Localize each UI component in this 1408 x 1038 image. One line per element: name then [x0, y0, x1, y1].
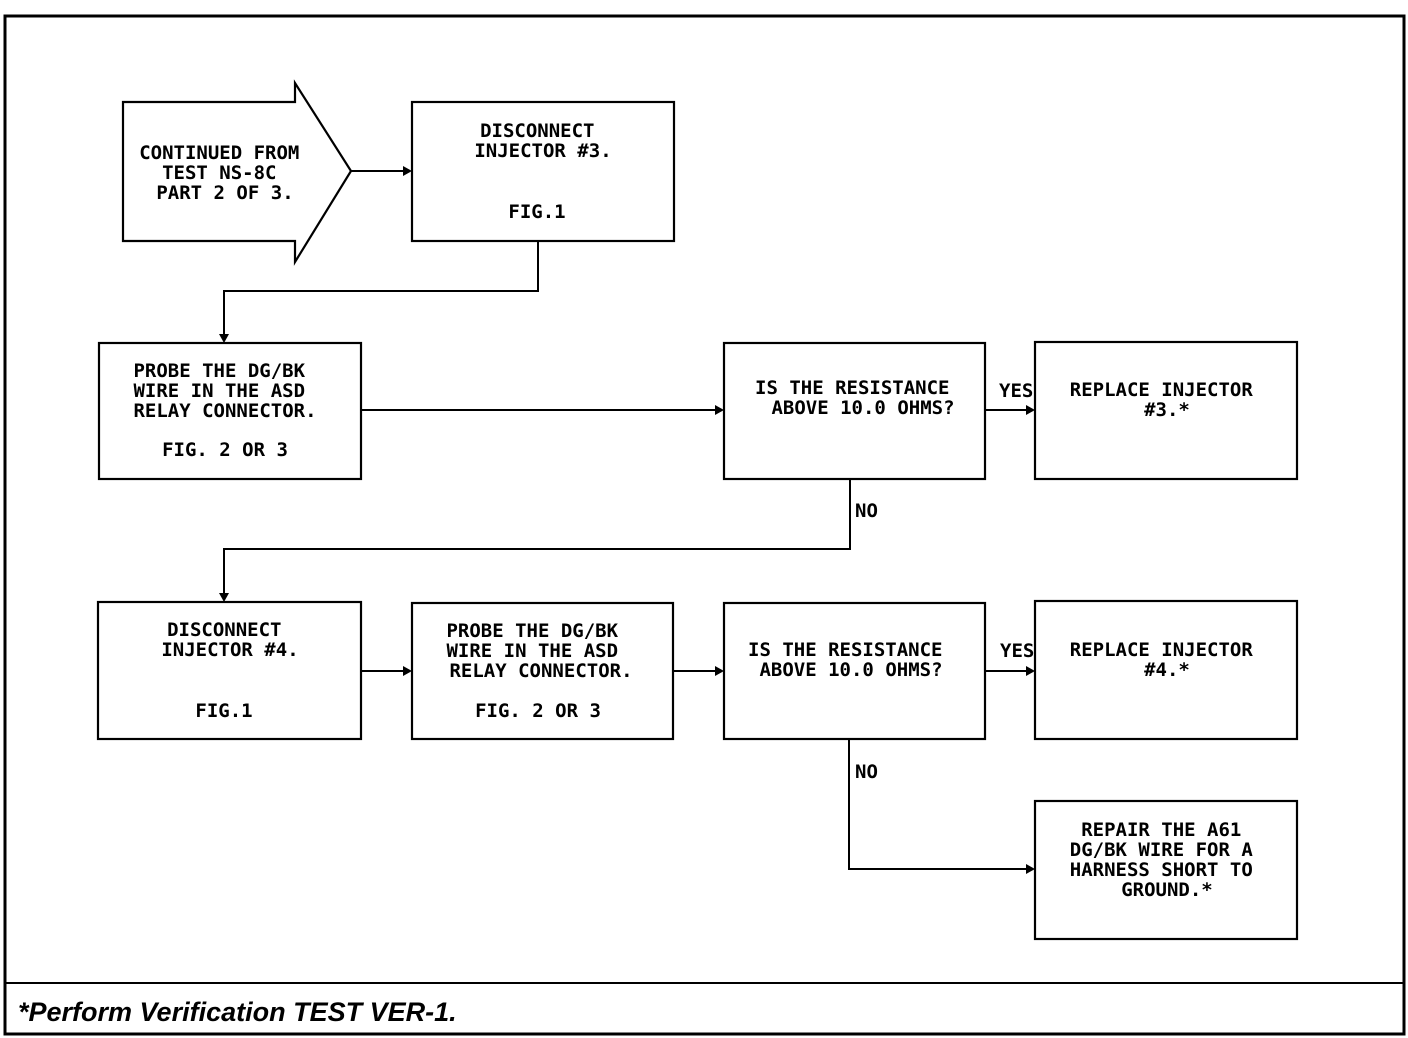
connector-no-2	[848, 739, 1028, 870]
start-line-1: CONTINUED FROM	[139, 142, 299, 164]
disconnect-3-line-2: INJECTOR #3.	[474, 140, 611, 162]
replace-4-line-1: REPLACE INJECTOR	[1070, 639, 1254, 661]
arrowhead-icon	[219, 334, 229, 343]
probe-2-line-2: WIRE IN THE ASD	[446, 640, 618, 662]
replace-4-text: REPLACE INJECTOR #4.*	[1070, 639, 1264, 681]
replace-3-text: REPLACE INJECTOR #3.*	[1070, 379, 1264, 421]
connector-no-1	[223, 479, 851, 595]
probe-1-text: PROBE THE DG/BK WIRE IN THE ASD RELAY CO…	[133, 360, 316, 422]
disconnect-injector-4-box	[96, 600, 363, 741]
repair-line-4: GROUND.*	[1121, 879, 1213, 901]
decision-1-line-2: ABOVE 10.0 OHMS?	[771, 397, 954, 419]
probe-2-line-1: PROBE THE DG/BK	[446, 620, 618, 642]
decision-2-line-1: IS THE RESISTANCE	[748, 639, 942, 661]
arrowhead-icon	[715, 405, 724, 415]
repair-line-1: REPAIR THE A61	[1081, 819, 1241, 841]
decision-2-line-2: ABOVE 10.0 OHMS?	[759, 659, 942, 681]
probe-wire-box-1	[97, 341, 363, 481]
replace-4-line-2: #4.*	[1144, 659, 1190, 681]
start-arrow-shape	[121, 79, 353, 266]
repair-line-2: DG/BK WIRE FOR A	[1070, 839, 1254, 861]
page-frame	[3, 14, 1406, 1036]
probe-2-text: PROBE THE DG/BK WIRE IN THE ASD RELAY CO…	[446, 620, 632, 682]
replace-injector-3-box	[1033, 340, 1299, 481]
disconnect-4-fig: FIG.1	[195, 700, 252, 722]
probe-2-fig: FIG. 2 OR 3	[475, 700, 601, 722]
yes-label-2: YES	[1000, 640, 1034, 662]
arrowhead-icon	[1026, 666, 1035, 676]
no-label-2: NO	[855, 761, 878, 783]
probe-1-line-1: PROBE THE DG/BK	[133, 360, 305, 382]
yes-label-1: YES	[999, 380, 1033, 402]
repair-harness-box	[1033, 799, 1299, 941]
replace-3-line-2: #3.*	[1144, 399, 1190, 421]
probe-2-line-3: RELAY CONNECTOR.	[449, 660, 632, 682]
decision-2-text: IS THE RESISTANCE ABOVE 10.0 OHMS?	[748, 639, 954, 681]
start-line-3: PART 2 OF 3.	[156, 182, 293, 204]
replace-3-line-1: REPLACE INJECTOR	[1070, 379, 1254, 401]
arrowhead-icon	[1026, 405, 1035, 415]
decision-1-line-1: IS THE RESISTANCE	[755, 377, 949, 399]
resistance-decision-box-1	[722, 341, 987, 481]
repair-text: REPAIR THE A61 DG/BK WIRE FOR A HARNESS …	[1070, 819, 1264, 901]
start-text: CONTINUED FROM TEST NS-8C PART 2 OF 3.	[139, 142, 311, 204]
verification-footnote: *Perform Verification TEST VER-1.	[18, 997, 457, 1027]
probe-1-line-3: RELAY CONNECTOR.	[133, 400, 316, 422]
arrowhead-icon	[403, 666, 412, 676]
disconnect-4-line-2: INJECTOR #4.	[161, 639, 298, 661]
arrowhead-icon	[403, 166, 412, 176]
replace-injector-4-box	[1033, 599, 1299, 741]
connector-disconnect-3-to-probe-1	[223, 241, 539, 336]
arrowhead-icon	[219, 593, 229, 602]
disconnect-injector-3-text: DISCONNECT INJECTOR #3.	[474, 120, 611, 162]
arrowhead-icon	[715, 666, 724, 676]
disconnect-3-line-1: DISCONNECT	[480, 120, 594, 142]
no-label-1: NO	[855, 500, 878, 522]
arrowhead-icon	[1026, 864, 1035, 874]
disconnect-4-line-1: DISCONNECT	[167, 619, 281, 641]
disconnect-injector-3-box	[410, 100, 676, 243]
decision-1-text: IS THE RESISTANCE ABOVE 10.0 OHMS?	[755, 377, 961, 419]
probe-1-line-2: WIRE IN THE ASD	[133, 380, 305, 402]
disconnect-3-fig: FIG.1	[508, 201, 565, 223]
repair-line-3: HARNESS SHORT TO	[1070, 859, 1253, 881]
probe-1-fig: FIG. 2 OR 3	[162, 439, 288, 461]
disconnect-4-text: DISCONNECT INJECTOR #4.	[161, 619, 298, 661]
start-line-2: TEST NS-8C	[162, 162, 276, 184]
